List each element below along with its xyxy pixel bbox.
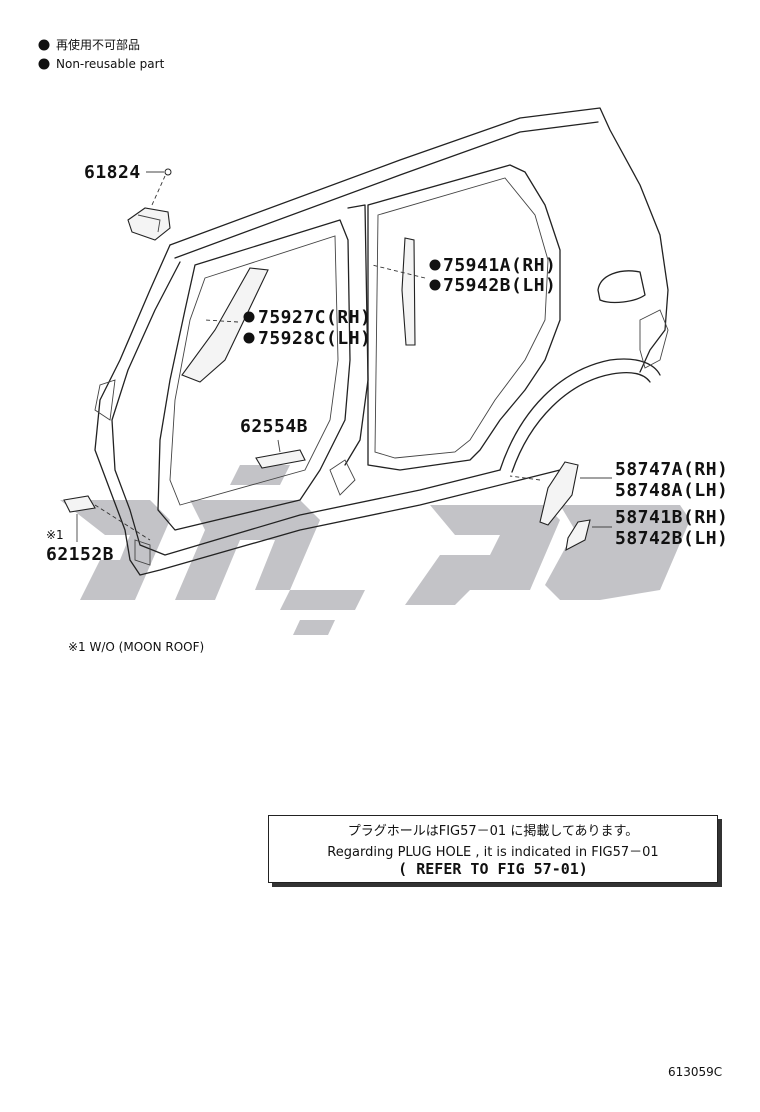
non-reusable-mark-icon: [243, 332, 255, 344]
watermark-logo: [60, 465, 690, 635]
label-mudguard-lh: 58748A(LH): [615, 480, 728, 501]
reference-note-box: プラグホールはFIG57－01 に掲載してあります。 Regarding PLU…: [268, 815, 718, 883]
label-pillar-center-lh: 75942B(LH): [443, 275, 556, 296]
non-reusable-mark-icon: [243, 311, 255, 323]
side-panel-drawing: [94, 107, 669, 576]
front-pillar-garnish-part: [181, 267, 269, 383]
clip-part: [127, 168, 172, 241]
non-reusable-mark-icon: [429, 279, 441, 291]
note-line-en: Regarding PLUG HOLE , it is indicated in…: [327, 845, 659, 860]
mudguard-part: [539, 461, 579, 526]
figure-code: 613059C: [668, 1065, 722, 1079]
label-pillar-front-lh: 75928C(LH): [258, 328, 371, 349]
footnote: ※1 W/O (MOON ROOF): [68, 640, 204, 654]
note-line-ref[interactable]: ( REFER TO FIG 57-01): [398, 860, 588, 878]
label-note-mark: ※1: [46, 528, 64, 542]
note-line-jp: プラグホールはFIG57－01 に掲載してあります。: [347, 824, 639, 839]
label-flap-rh: 58741B(RH): [615, 507, 728, 528]
roof-pad-part: [63, 495, 96, 513]
non-reusable-mark-icon: [429, 259, 441, 271]
label-mudguard-rh: 58747A(RH): [615, 459, 728, 480]
legend-jp: 再使用不可部品: [56, 37, 140, 52]
label-pillar-center-rh: 75941A(RH): [443, 255, 556, 276]
label-clip: 61824: [84, 162, 141, 183]
non-reusable-bullet-icon: [38, 39, 50, 51]
weatherstrip-part: [255, 449, 306, 469]
label-flap-lh: 58742B(LH): [615, 528, 728, 549]
flap-part: [565, 519, 591, 552]
label-pillar-front-rh: 75927C(RH): [258, 307, 371, 328]
non-reusable-bullet-icon-2: [38, 58, 50, 70]
center-pillar-garnish-part: [401, 237, 416, 346]
legend-en: Non-reusable part: [56, 57, 165, 71]
label-weatherstrip: 62554B: [240, 416, 308, 437]
label-roof-pad: 62152B: [46, 544, 114, 565]
